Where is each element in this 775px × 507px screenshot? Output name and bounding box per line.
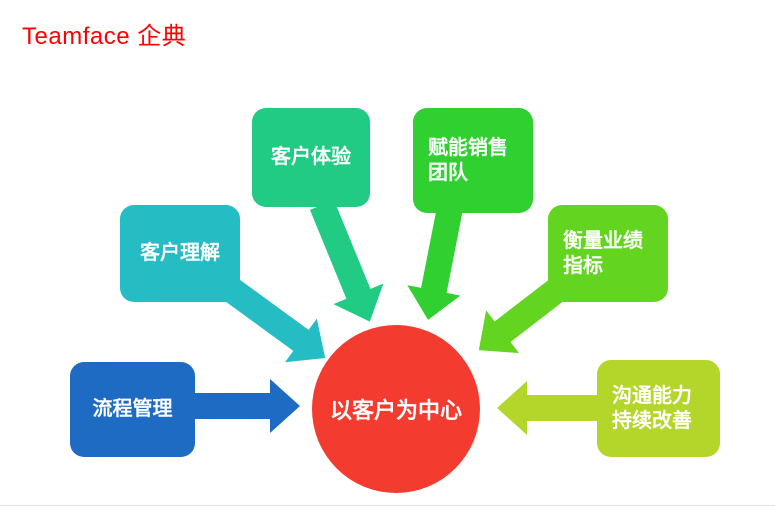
arrow-process-management <box>190 379 300 433</box>
node-communication-improve: 沟通能力 持续改善 <box>597 360 720 457</box>
brand-title: Teamface 企典 <box>22 23 187 50</box>
node-enable-sales-team: 赋能销售 团队 <box>413 108 533 213</box>
node-measure-kpi: 衡量业绩 指标 <box>548 205 668 302</box>
arrow-customer-experience <box>309 200 384 322</box>
arrow-enable-sales-team <box>407 205 463 320</box>
node-customer-experience: 客户体验 <box>252 108 370 207</box>
arrow-communication-improve <box>497 381 600 435</box>
bottom-divider <box>0 505 775 506</box>
node-customer-understanding: 客户理解 <box>120 205 240 302</box>
center-circle: 以客户为中心 <box>312 325 480 493</box>
arrow-measure-kpi <box>478 275 570 354</box>
node-process-management: 流程管理 <box>70 362 195 457</box>
arrow-customer-understanding <box>217 274 326 363</box>
